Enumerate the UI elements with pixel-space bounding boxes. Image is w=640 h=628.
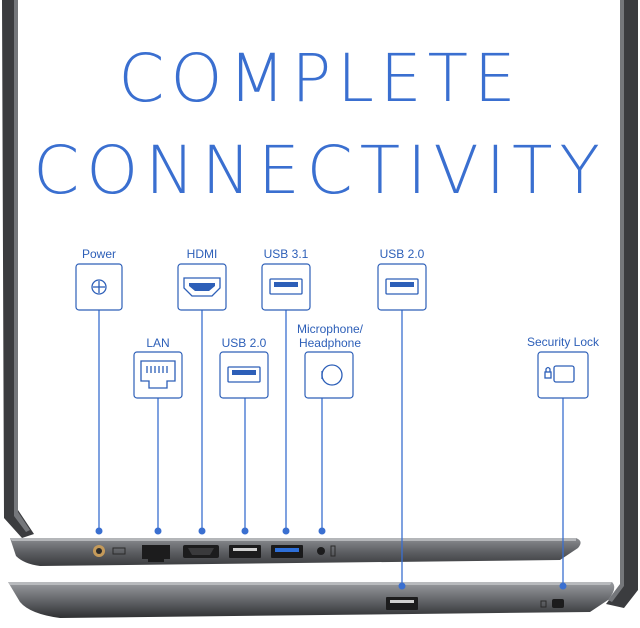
port-label-headphone: Headphone <box>298 336 362 350</box>
usb-icon <box>227 366 261 383</box>
ethernet-icon <box>140 360 176 389</box>
headline-line-2: CONNECTIVITY <box>33 132 607 209</box>
port-label-power: Power <box>81 247 116 261</box>
lock-icon <box>544 365 575 383</box>
audio-icon-box <box>304 351 354 399</box>
port-label-hdmi: HDMI <box>186 247 218 261</box>
side-ports-right <box>386 597 564 610</box>
power-icon <box>91 279 107 295</box>
port-label-lan: LAN <box>146 336 170 350</box>
lan-icon-box <box>133 351 183 399</box>
port-label-security-lock: Security Lock <box>526 335 600 349</box>
port-label-usb31: USB 3.1 <box>263 247 309 261</box>
usb-icon <box>269 278 303 295</box>
leader-dots <box>95 527 567 590</box>
security-lock-icon-box <box>537 351 589 399</box>
headline-line-1: COMPLETE <box>118 40 522 117</box>
leader-lines <box>98 310 564 586</box>
side-ports-left <box>93 545 336 562</box>
hdmi-icon <box>183 277 221 297</box>
headphone-jack-icon <box>321 364 343 386</box>
laptop-right-side <box>8 582 615 618</box>
port-label-usb20-left: USB 2.0 <box>221 336 267 350</box>
usb-icon <box>385 278 419 295</box>
port-label-usb20-right: USB 2.0 <box>379 247 425 261</box>
port-label-microphone: Microphone/ <box>296 322 364 336</box>
